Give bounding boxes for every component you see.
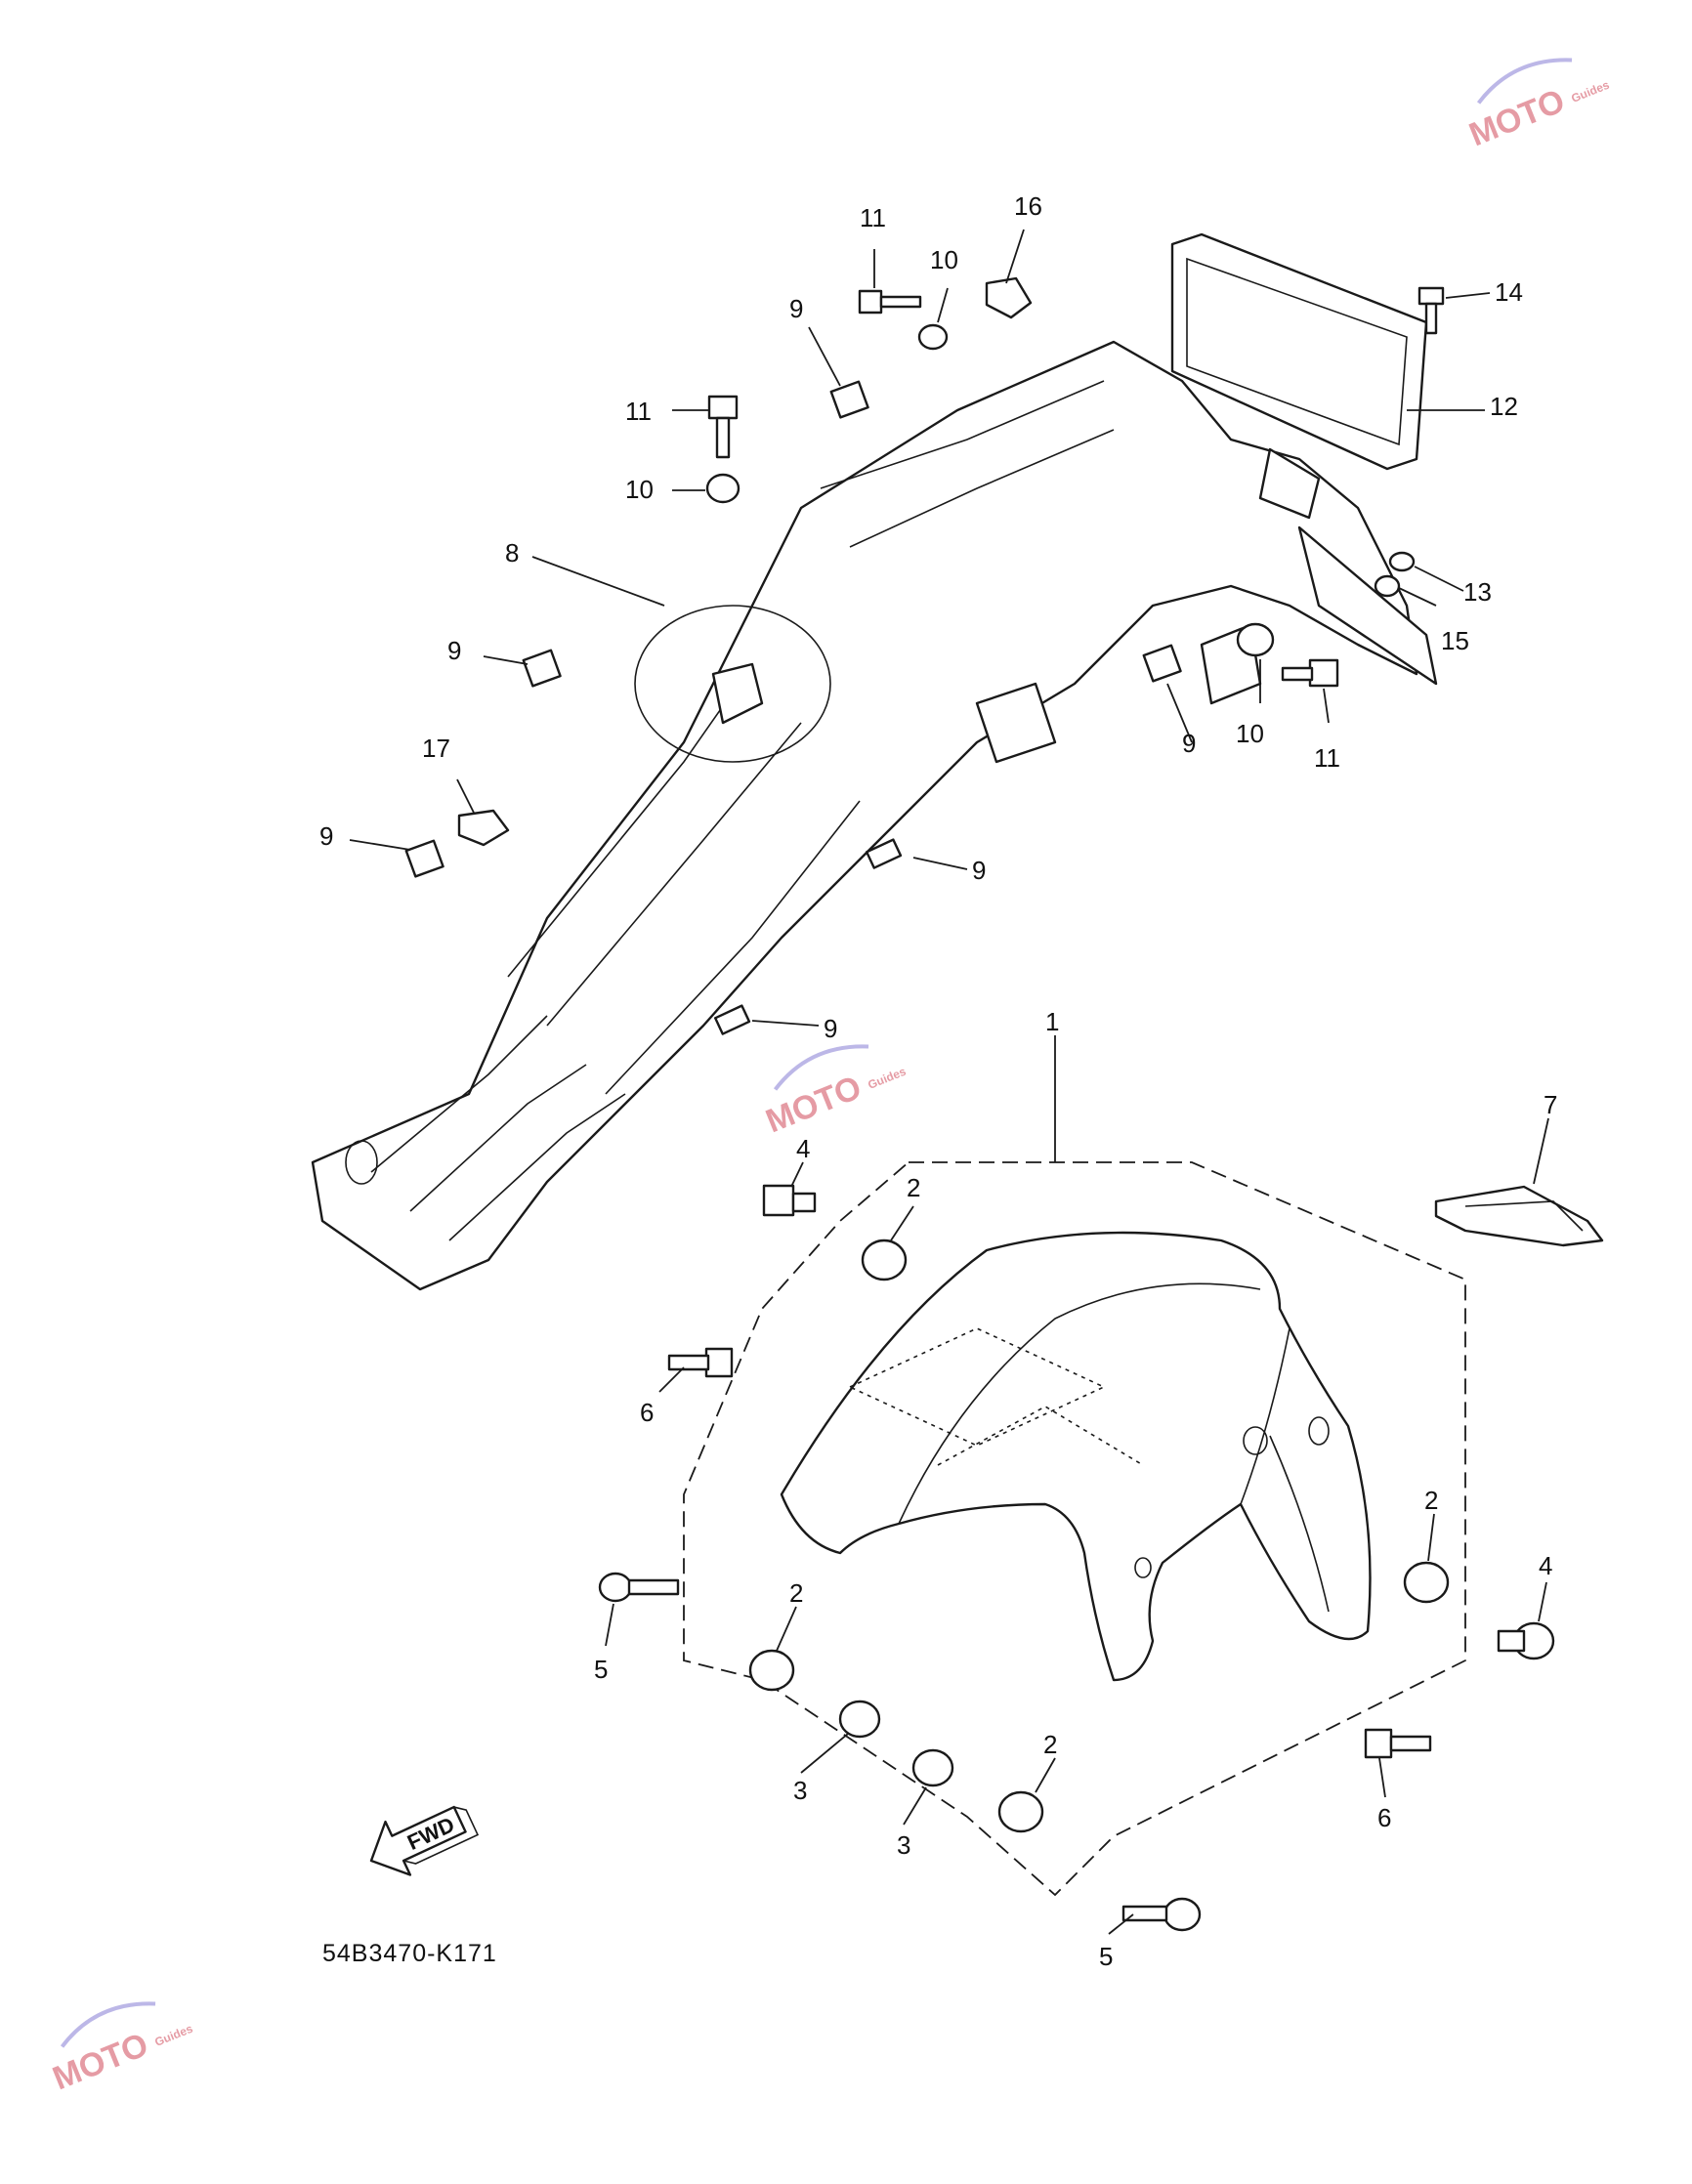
callout-1: 1: [1045, 1007, 1059, 1036]
rear-fender: [311, 340, 1438, 1291]
nut-15: [1374, 574, 1401, 598]
bolt-6a: [667, 1347, 734, 1378]
callout-9f: 9: [824, 1014, 837, 1043]
svg-text:MOTO: MOTO: [48, 2026, 153, 2097]
license-plate-holder: [1170, 232, 1485, 471]
callout-13: 13: [1463, 577, 1492, 607]
callout-14: 14: [1495, 277, 1523, 307]
callout-16: 16: [1014, 191, 1042, 221]
watermark-bottom-left: MOTO Guides: [48, 2001, 195, 2097]
collar-10c: [1236, 622, 1275, 657]
grommet-2b: [1403, 1561, 1450, 1604]
callout-9b: 9: [447, 636, 461, 665]
callout-6b: 6: [1377, 1803, 1391, 1832]
clamp-16: [985, 276, 1033, 319]
callout-9c: 9: [319, 821, 333, 851]
front-fender-assembly-outline: [683, 1161, 1466, 1897]
callout-3a: 3: [793, 1776, 807, 1805]
clip-9a: [829, 380, 869, 419]
grommet-2a: [861, 1239, 908, 1281]
callout-9d: 9: [1182, 729, 1196, 758]
collar-10a: [917, 323, 949, 351]
callout-4a: 4: [796, 1134, 810, 1163]
collar-4b: [1497, 1621, 1555, 1660]
callout-11c: 11: [1314, 743, 1340, 773]
callout-8: 8: [505, 538, 519, 567]
hardware-parts: [404, 276, 1555, 1932]
callout-10c: 10: [1236, 719, 1264, 748]
clamp-17: [457, 809, 510, 847]
svg-text:MOTO: MOTO: [761, 1069, 867, 1140]
clip-9f: [713, 1004, 751, 1035]
grommet-2c: [748, 1649, 795, 1692]
callout-2c: 2: [789, 1578, 803, 1608]
leader-lines: [349, 229, 1549, 1935]
grommet-2d: [997, 1790, 1044, 1833]
bolt-6b: [1364, 1728, 1432, 1759]
clip-9c: [1142, 644, 1182, 683]
callout-3b: 3: [897, 1830, 910, 1860]
callout-5b: 5: [1099, 1942, 1113, 1971]
screw-5b: [1121, 1897, 1202, 1932]
screw-14: [1417, 286, 1445, 335]
screw-5a: [598, 1572, 680, 1603]
callout-7: 7: [1544, 1090, 1557, 1119]
bolt-11c: [1281, 658, 1339, 688]
collar-10b: [705, 473, 740, 504]
callout-2b: 2: [1424, 1486, 1438, 1515]
watermark-top-right: MOTO Guides: [1464, 58, 1612, 153]
clip-9b: [522, 649, 562, 688]
callout-2a: 2: [907, 1173, 920, 1202]
diagram-code: 54B3470-K171: [322, 1940, 497, 1967]
clip-9e: [865, 838, 903, 869]
svg-text:Guides: Guides: [1569, 78, 1611, 105]
callout-17: 17: [422, 734, 450, 763]
callout-2d: 2: [1043, 1730, 1057, 1759]
callout-9e: 9: [972, 856, 986, 885]
callout-11a: 11: [860, 203, 886, 232]
callout-10a: 10: [930, 245, 958, 274]
nut-13: [1388, 551, 1416, 572]
svg-text:MOTO: MOTO: [1464, 82, 1570, 153]
callout-10b: 10: [625, 475, 654, 504]
front-fender: [780, 1231, 1372, 1682]
callout-11b: 11: [625, 397, 652, 426]
fwd-arrow-icon: FWD: [369, 1805, 480, 1876]
callout-4b: 4: [1539, 1551, 1552, 1580]
callout-9a: 9: [789, 294, 803, 323]
bolt-11b: [707, 395, 739, 459]
svg-text:Guides: Guides: [152, 2022, 194, 2049]
callout-12: 12: [1490, 392, 1518, 421]
clip-9d: [404, 839, 444, 878]
callout-15: 15: [1441, 626, 1469, 655]
bolt-11a: [858, 289, 922, 315]
svg-text:Guides: Guides: [866, 1065, 908, 1092]
watermark-center: MOTO Guides: [761, 1044, 909, 1140]
callout-6a: 6: [640, 1398, 654, 1427]
reflector: [1434, 1185, 1604, 1247]
collar-3b: [911, 1748, 954, 1787]
collar-4a: [762, 1184, 817, 1217]
collar-3a: [838, 1700, 881, 1739]
callout-5a: 5: [594, 1655, 608, 1684]
callouts: 11 10 16 9 11 10 8 9 17 9 14 12 13 15 9 …: [319, 191, 1557, 1971]
